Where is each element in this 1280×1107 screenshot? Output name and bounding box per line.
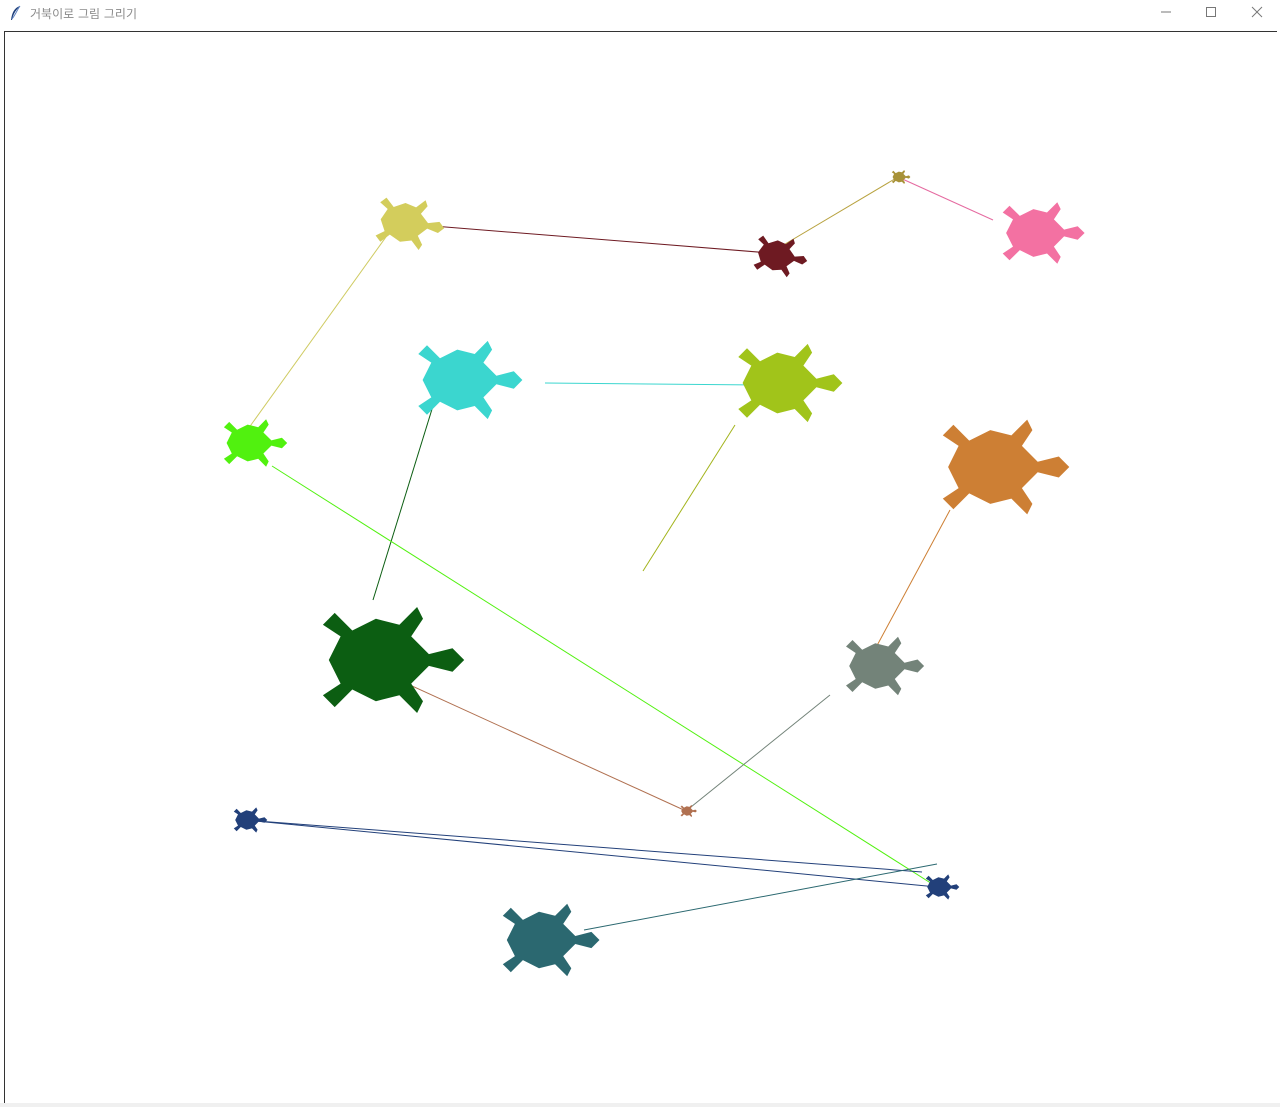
turtle-canvas[interactable] (4, 31, 1277, 1104)
close-button[interactable] (1234, 0, 1280, 24)
line-gold-1 (769, 176, 899, 254)
line-gray-diag (685, 694, 831, 812)
title-bar[interactable]: 거북이로 그림 그리기 (0, 0, 1280, 30)
turtle-dark-green-icon (322, 607, 465, 713)
turtle-lime-olive-icon (738, 343, 843, 423)
line-yellow-diag (237, 222, 397, 444)
maximize-button[interactable] (1188, 0, 1234, 24)
line-pink-1 (897, 176, 994, 221)
turtle-navy-right-icon (925, 874, 960, 900)
lines-layer (237, 176, 994, 931)
turtle-yellow-olive-icon (375, 197, 445, 250)
turtle-small-gold-icon (891, 170, 911, 184)
feather-icon (11, 5, 21, 20)
turtle-small-brown-icon (680, 804, 697, 818)
line-orange-down (865, 509, 951, 667)
turtle-orange-icon (942, 419, 1070, 515)
line-olive-down (642, 424, 736, 572)
line-navy-2 (244, 819, 938, 888)
close-icon (1251, 6, 1263, 18)
turtle-gray-green-icon (846, 636, 925, 696)
line-teal-1 (583, 863, 938, 931)
turtle-maroon-icon (753, 235, 808, 278)
line-green-long (271, 465, 938, 888)
line-maroon-top (395, 222, 771, 254)
minimize-button[interactable] (1143, 0, 1189, 24)
minimize-icon (1161, 11, 1171, 13)
turtle-navy-left-icon (233, 807, 268, 833)
turtles-layer (223, 170, 1085, 977)
turtle-pink-icon (1002, 202, 1085, 264)
turtle-bright-green-icon (223, 419, 288, 467)
turtle-cyan-icon (418, 340, 523, 420)
drawing-area (223, 170, 1085, 977)
maximize-icon (1206, 7, 1216, 17)
line-cyan-horizontal (544, 382, 761, 386)
window-title: 거북이로 그림 그리기 (30, 7, 137, 21)
turtle-teal-icon (502, 903, 600, 977)
line-darkgreen-up (372, 379, 442, 601)
window-bottom-edge (0, 1103, 1280, 1107)
line-navy-1 (244, 819, 923, 873)
